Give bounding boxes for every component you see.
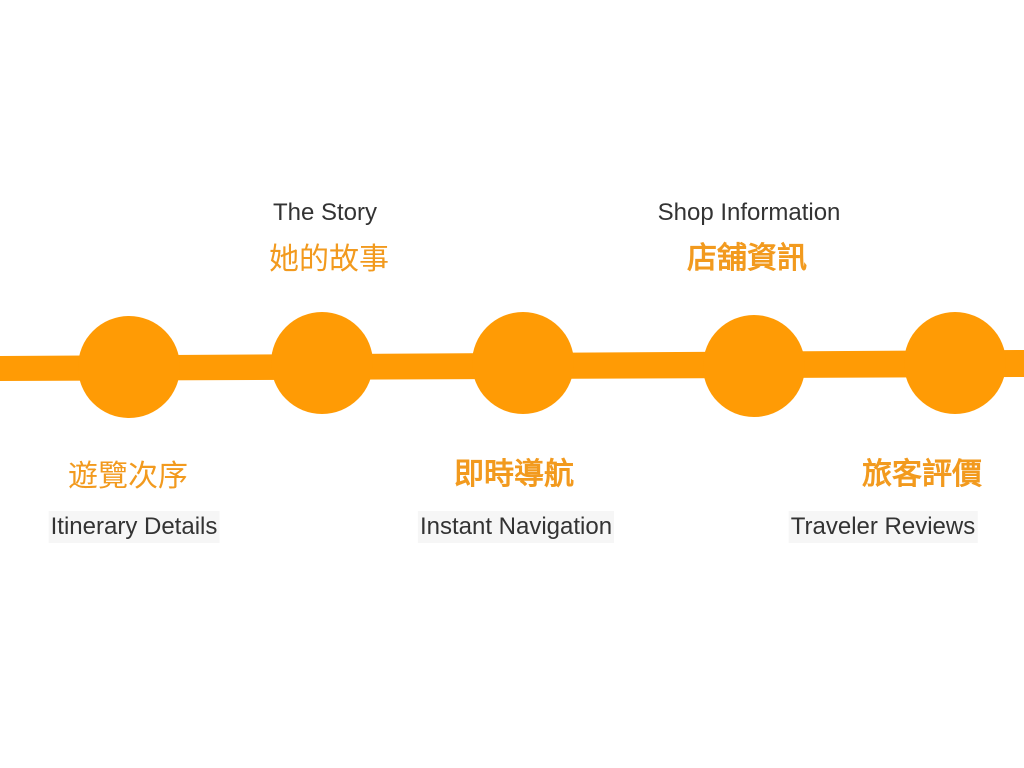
step-5-en-label: Traveler Reviews: [788, 511, 978, 543]
step-2-en-label: The Story: [272, 199, 378, 226]
step-2-zh-label: 她的故事: [269, 242, 389, 277]
timeline-node-4[interactable]: [703, 315, 805, 417]
timeline-node-5[interactable]: [904, 312, 1006, 414]
timeline-node-3[interactable]: [472, 312, 574, 414]
step-1-zh-label: 遊覽次序: [68, 459, 188, 494]
step-5-zh-label: 旅客評價: [862, 457, 982, 492]
step-4-zh-label: 店舖資訊: [687, 241, 807, 276]
step-3-en-label: Instant Navigation: [417, 511, 615, 543]
step-1-en-label: Itinerary Details: [48, 511, 220, 543]
timeline-node-1[interactable]: [78, 316, 180, 418]
step-4-en-label: Shop Information: [657, 199, 841, 226]
step-3-zh-label: 即時導航: [454, 457, 574, 492]
timeline-node-2[interactable]: [271, 312, 373, 414]
